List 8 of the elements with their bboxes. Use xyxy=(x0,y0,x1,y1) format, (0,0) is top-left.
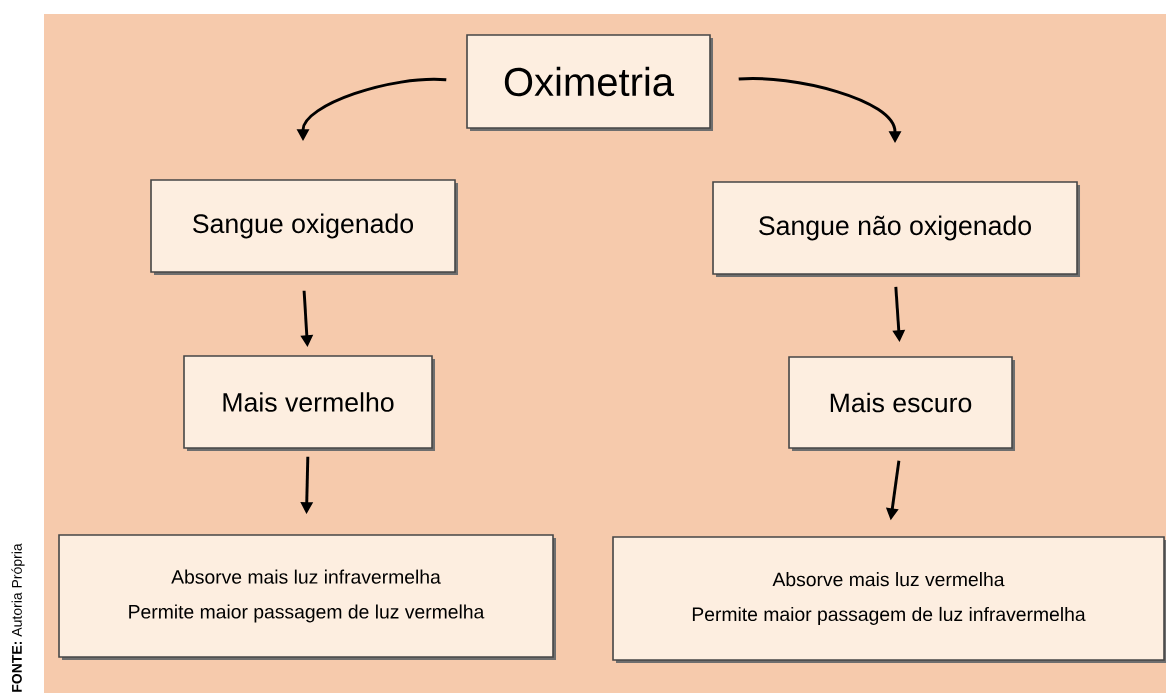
process-box: Oximetria xyxy=(466,34,713,131)
process-box: Absorve mais luz infravermelha Permite maior passagem de luz vermelha xyxy=(58,534,556,660)
process-box: Mais escuro xyxy=(788,356,1015,451)
process-box: Sangue oxigenado xyxy=(150,179,458,275)
process-box: Mais vermelho xyxy=(183,355,435,451)
process-box: Absorve mais luz vermelha Permite maior passagem de luz infravermelha xyxy=(612,536,1166,663)
source-caption: FONTE: Autoria Própria xyxy=(11,543,25,692)
process-box: Sangue não oxigenado xyxy=(712,181,1080,277)
